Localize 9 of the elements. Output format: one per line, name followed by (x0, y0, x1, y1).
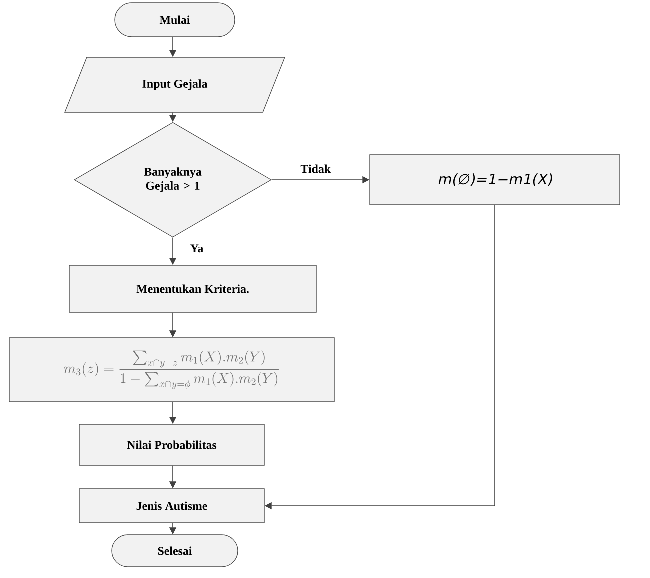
process-box: Jenis Autisme (79, 488, 265, 524)
process-box: m(∅)=1−m1(X) (370, 154, 620, 206)
edge-label: Tidak (300, 164, 332, 174)
formula-box: $m_3(z)=\frac{\sum_{x\cap y=z} m_1(X).m_2(Y)}{1-\sum_{x\cap y=\phi} m_1(X).m_2(Y)}$ (9, 338, 335, 402)
end-terminal: Selesai (112, 534, 238, 568)
process-box: Nilai Probabilitas (79, 424, 265, 466)
edge-label: Ya (189, 244, 205, 254)
process-box: Menentukan Kriteria. (69, 265, 317, 313)
start-terminal: Mulai (114, 2, 236, 38)
